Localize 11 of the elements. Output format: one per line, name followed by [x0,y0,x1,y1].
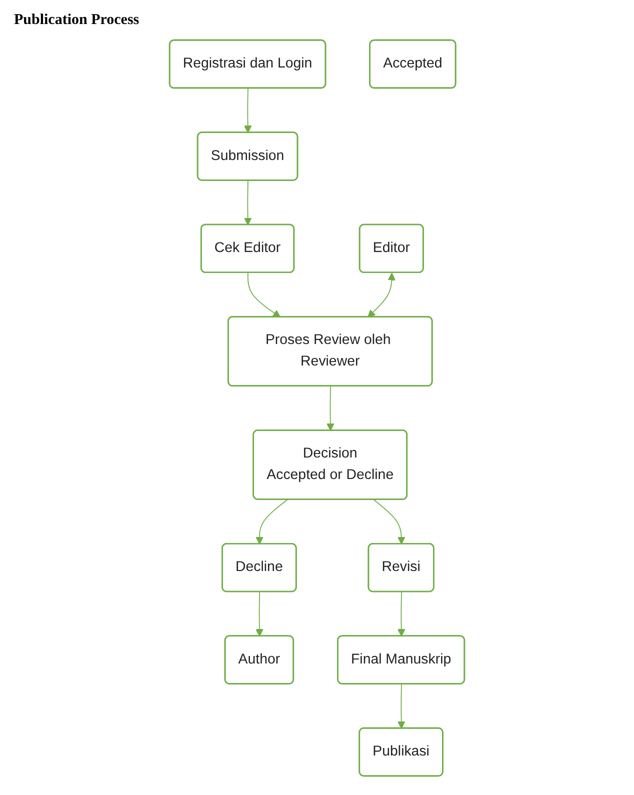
arrow [326,386,334,431]
arrow [397,684,406,729]
arrow [373,499,406,544]
diagram-title: Publication Process [14,12,140,29]
arrow [244,88,252,134]
arrow [244,180,252,226]
arrow [256,592,264,637]
arrow [368,272,396,318]
arrow [397,592,406,637]
arrow [247,272,281,318]
arrow [256,499,288,544]
